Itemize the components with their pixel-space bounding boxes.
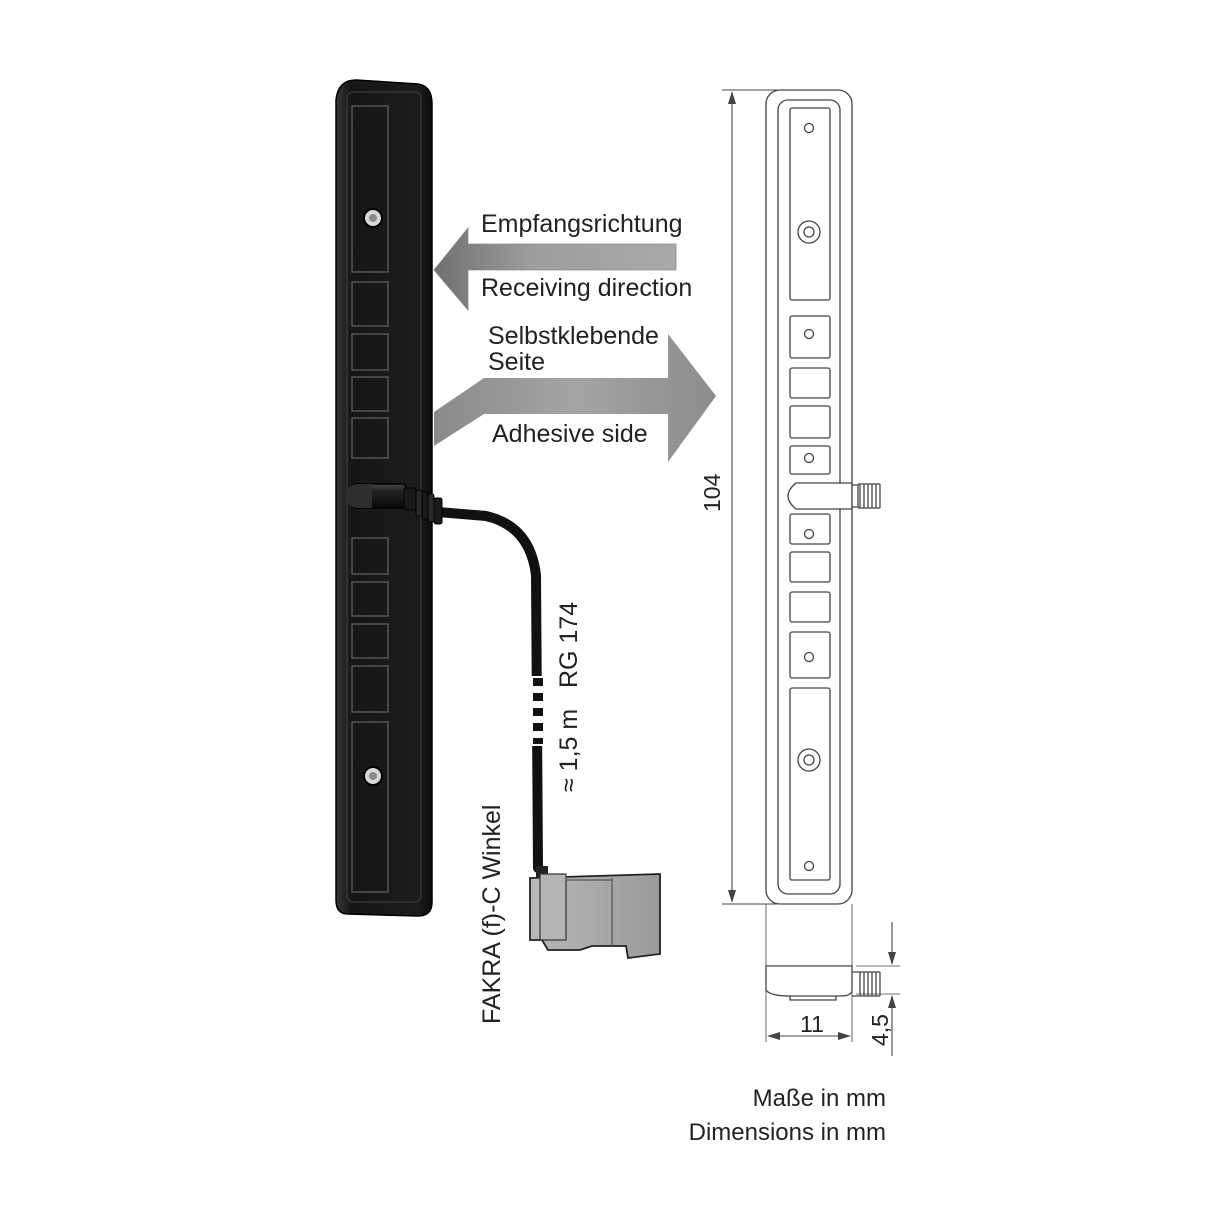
dim-width: 11 — [800, 1011, 824, 1037]
connector-label: FAKRA (f)-C Winkel — [478, 805, 506, 1024]
adhesive-side-arrow — [434, 334, 716, 462]
coax-cable — [433, 507, 546, 873]
dim-height: 4,5 — [867, 1014, 893, 1046]
adhesive-label-en: Adhesive side — [492, 420, 648, 448]
adhesive-label-de-1: Selbstklebende — [488, 322, 659, 350]
dim-length: 104 — [699, 473, 725, 512]
receiving-label-en: Receiving direction — [481, 274, 692, 302]
outline-plug — [787, 482, 881, 510]
cable-type-label: RG 174 — [555, 602, 583, 688]
units-note-de: Maße in mm — [753, 1085, 886, 1112]
units-note-en: Dimensions in mm — [689, 1119, 886, 1146]
receiving-direction-arrow — [433, 226, 677, 312]
end-view — [765, 965, 881, 1001]
receiving-label-de: Empfangsrichtung — [481, 210, 683, 238]
dimension-lines — [722, 89, 900, 1056]
adhesive-label-de-2: Seite — [488, 348, 545, 376]
cable-plug — [346, 483, 443, 525]
fakra-connector — [529, 866, 661, 960]
cable-length-label: ≈ 1,5 m — [555, 709, 583, 792]
